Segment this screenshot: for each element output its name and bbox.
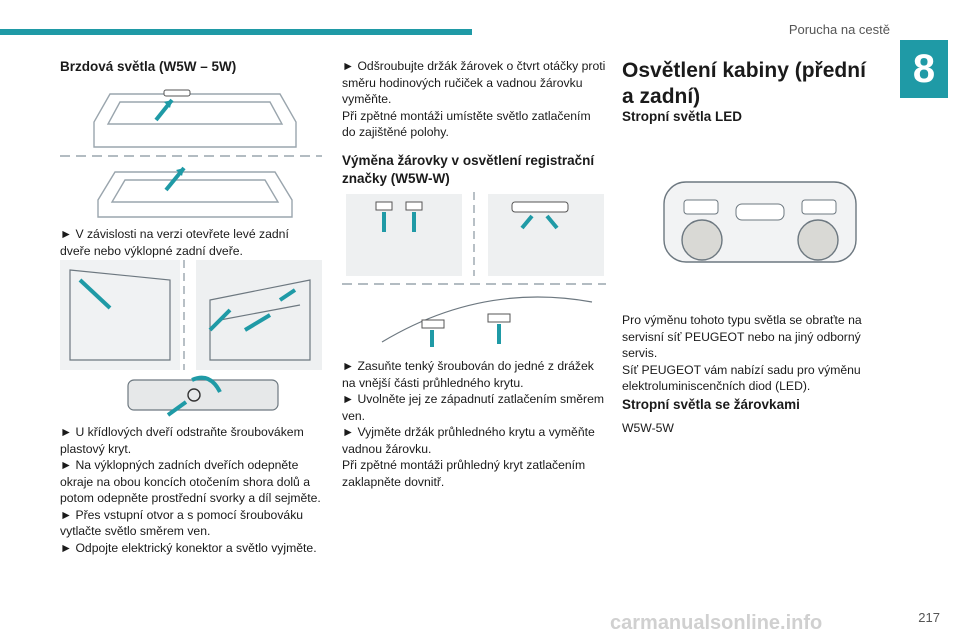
- ceiling-light-illustration: [663, 181, 857, 263]
- led-ceiling-lights-subheading: Stropní světla LED: [622, 109, 743, 124]
- cabin-lighting-heading: Osvětlení kabiny (přední a zadní): [622, 59, 866, 108]
- section-title: Porucha na cestě: [788, 22, 890, 37]
- led-kit-note: Síť PEUGEOT vám nabízí sadu pro výměnu e…: [622, 362, 861, 394]
- page-number: 217: [918, 610, 940, 625]
- plate-step-insert-screwdriver: ► Zasuňte tenký šroubován do jedné z drá…: [342, 359, 594, 390]
- brake-step-unclip-edges: ► Na výklopných zadních dveřích odepněte…: [60, 458, 321, 505]
- brake-step-open-doors: ► V závislosti na verzi otevřete levé za…: [60, 227, 289, 258]
- plate-light-steps: ► Zasuňte tenký šroubován do jedné z drá…: [342, 358, 606, 490]
- bulb-ceiling-lights-subheading: Stropní světla se žárovkami: [622, 397, 800, 412]
- plate-light-illustration: [342, 192, 606, 347]
- watermark: carmanualsonline.info: [610, 612, 823, 634]
- light-removal-illustration: [60, 260, 322, 417]
- bulb-holder-instructions: ► Odšroubujte držák žárovek o čtvrt otáč…: [342, 58, 606, 141]
- brake-light-steps: ► U křídlových dveří odstraňte šroubovák…: [60, 424, 322, 556]
- bulb-step-unscrew: ► Odšroubujte držák žárovek o čtvrt otáč…: [342, 59, 606, 106]
- brake-step-push-out-light: ► Přes vstupní otvor a s pomocí šroubová…: [60, 507, 304, 539]
- brake-step-remove-cover: ► U křídlových dveří odstraňte šroubovák…: [60, 425, 304, 456]
- plate-light-heading: Výměna žárovky v osvětlení registrační z…: [342, 153, 595, 186]
- led-service-note: Pro výměnu tohoto typu světla se obraťte…: [622, 313, 862, 360]
- plate-step-remove-holder: ► Vyjměte držák průhledného krytu a vymě…: [342, 425, 595, 456]
- plate-step-refit: Při zpětné montáži průhledný kryt zatlač…: [342, 458, 586, 489]
- brake-step-disconnect-connector: ► Odpojte elektrický konektor a světlo v…: [60, 540, 317, 555]
- bulb-type: W5W-5W: [622, 421, 674, 435]
- header-accent-bar: [0, 29, 472, 35]
- led-lights-text: Pro výměnu tohoto typu světla se obraťte…: [622, 312, 882, 395]
- rear-door-illustration: [60, 89, 322, 218]
- chapter-number-tab: 8: [900, 40, 948, 98]
- brake-lights-heading: Brzdová světla (W5W – 5W): [60, 59, 237, 74]
- plate-step-release: ► Uvolněte jej ze západnutí zatlačením s…: [342, 392, 605, 423]
- bulb-step-refit: Při zpětné montáži umístěte světlo zatla…: [342, 108, 591, 140]
